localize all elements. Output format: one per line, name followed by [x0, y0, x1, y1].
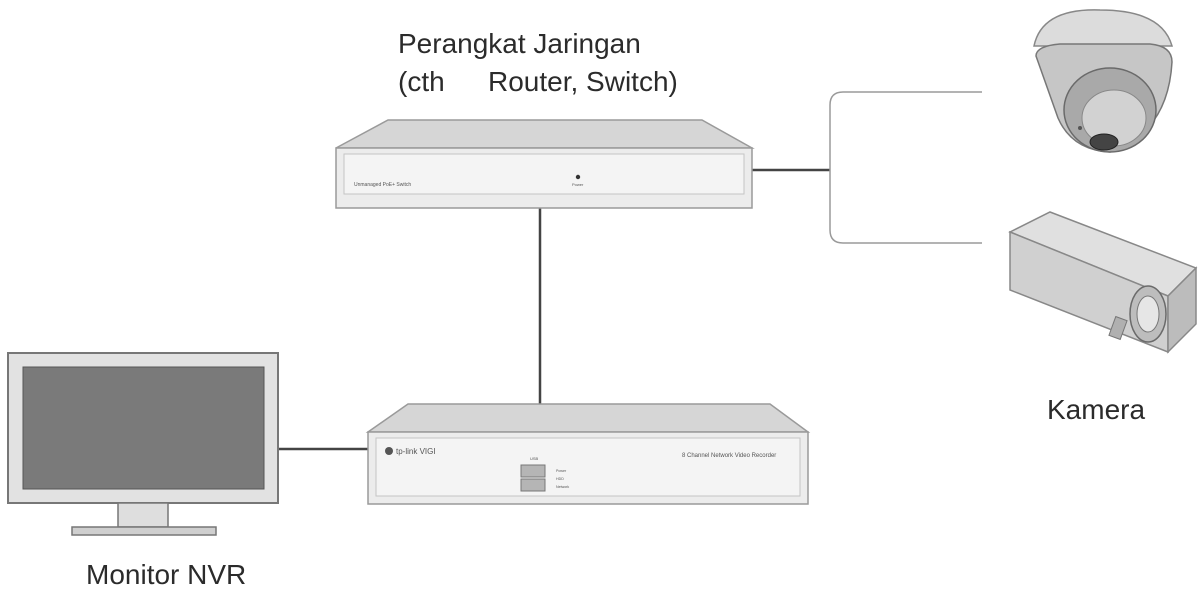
- network-switch-icon: Unmanaged PoE+ Switch Power: [335, 119, 755, 209]
- switch-front-text: Unmanaged PoE+ Switch: [354, 182, 411, 188]
- nvr-icon: tp-link VIGI 8 Channel Network Video Rec…: [365, 403, 811, 505]
- network-device-label-line2-b: Router, Switch): [488, 66, 678, 97]
- nvr-led-power-text: Power: [556, 469, 567, 473]
- nvr-led-network-text: Network: [556, 485, 569, 489]
- nvr-ports-text: USB: [530, 456, 539, 461]
- branch-to-bullet-camera-line: [829, 170, 982, 244]
- bullet-camera-icon: [1008, 211, 1198, 354]
- branch-to-dome-camera-line: [829, 91, 982, 170]
- nvr-usb-port-bottom: [520, 478, 546, 492]
- network-device-label-line2-a: (cth: [398, 66, 445, 97]
- connections: [278, 91, 982, 451]
- switch-power-led: [575, 174, 581, 180]
- nvr-model-text: 8 Channel Network Video Recorder: [682, 453, 776, 459]
- switch-power-text: Power: [572, 182, 584, 187]
- network-device-label-line1: Perangkat Jaringan: [398, 28, 641, 59]
- nvr-brand-text: tp-link VIGI: [396, 447, 436, 456]
- monitor-label: Monitor NVR: [86, 559, 246, 590]
- camera-label: Kamera: [1047, 394, 1145, 425]
- nvr-logo: [385, 447, 393, 455]
- nvr-usb-port-top: [520, 464, 546, 478]
- nvr-led-hdd-text: HDD: [556, 477, 564, 481]
- dome-camera-icon: [1033, 9, 1173, 153]
- monitor-icon: [7, 352, 279, 536]
